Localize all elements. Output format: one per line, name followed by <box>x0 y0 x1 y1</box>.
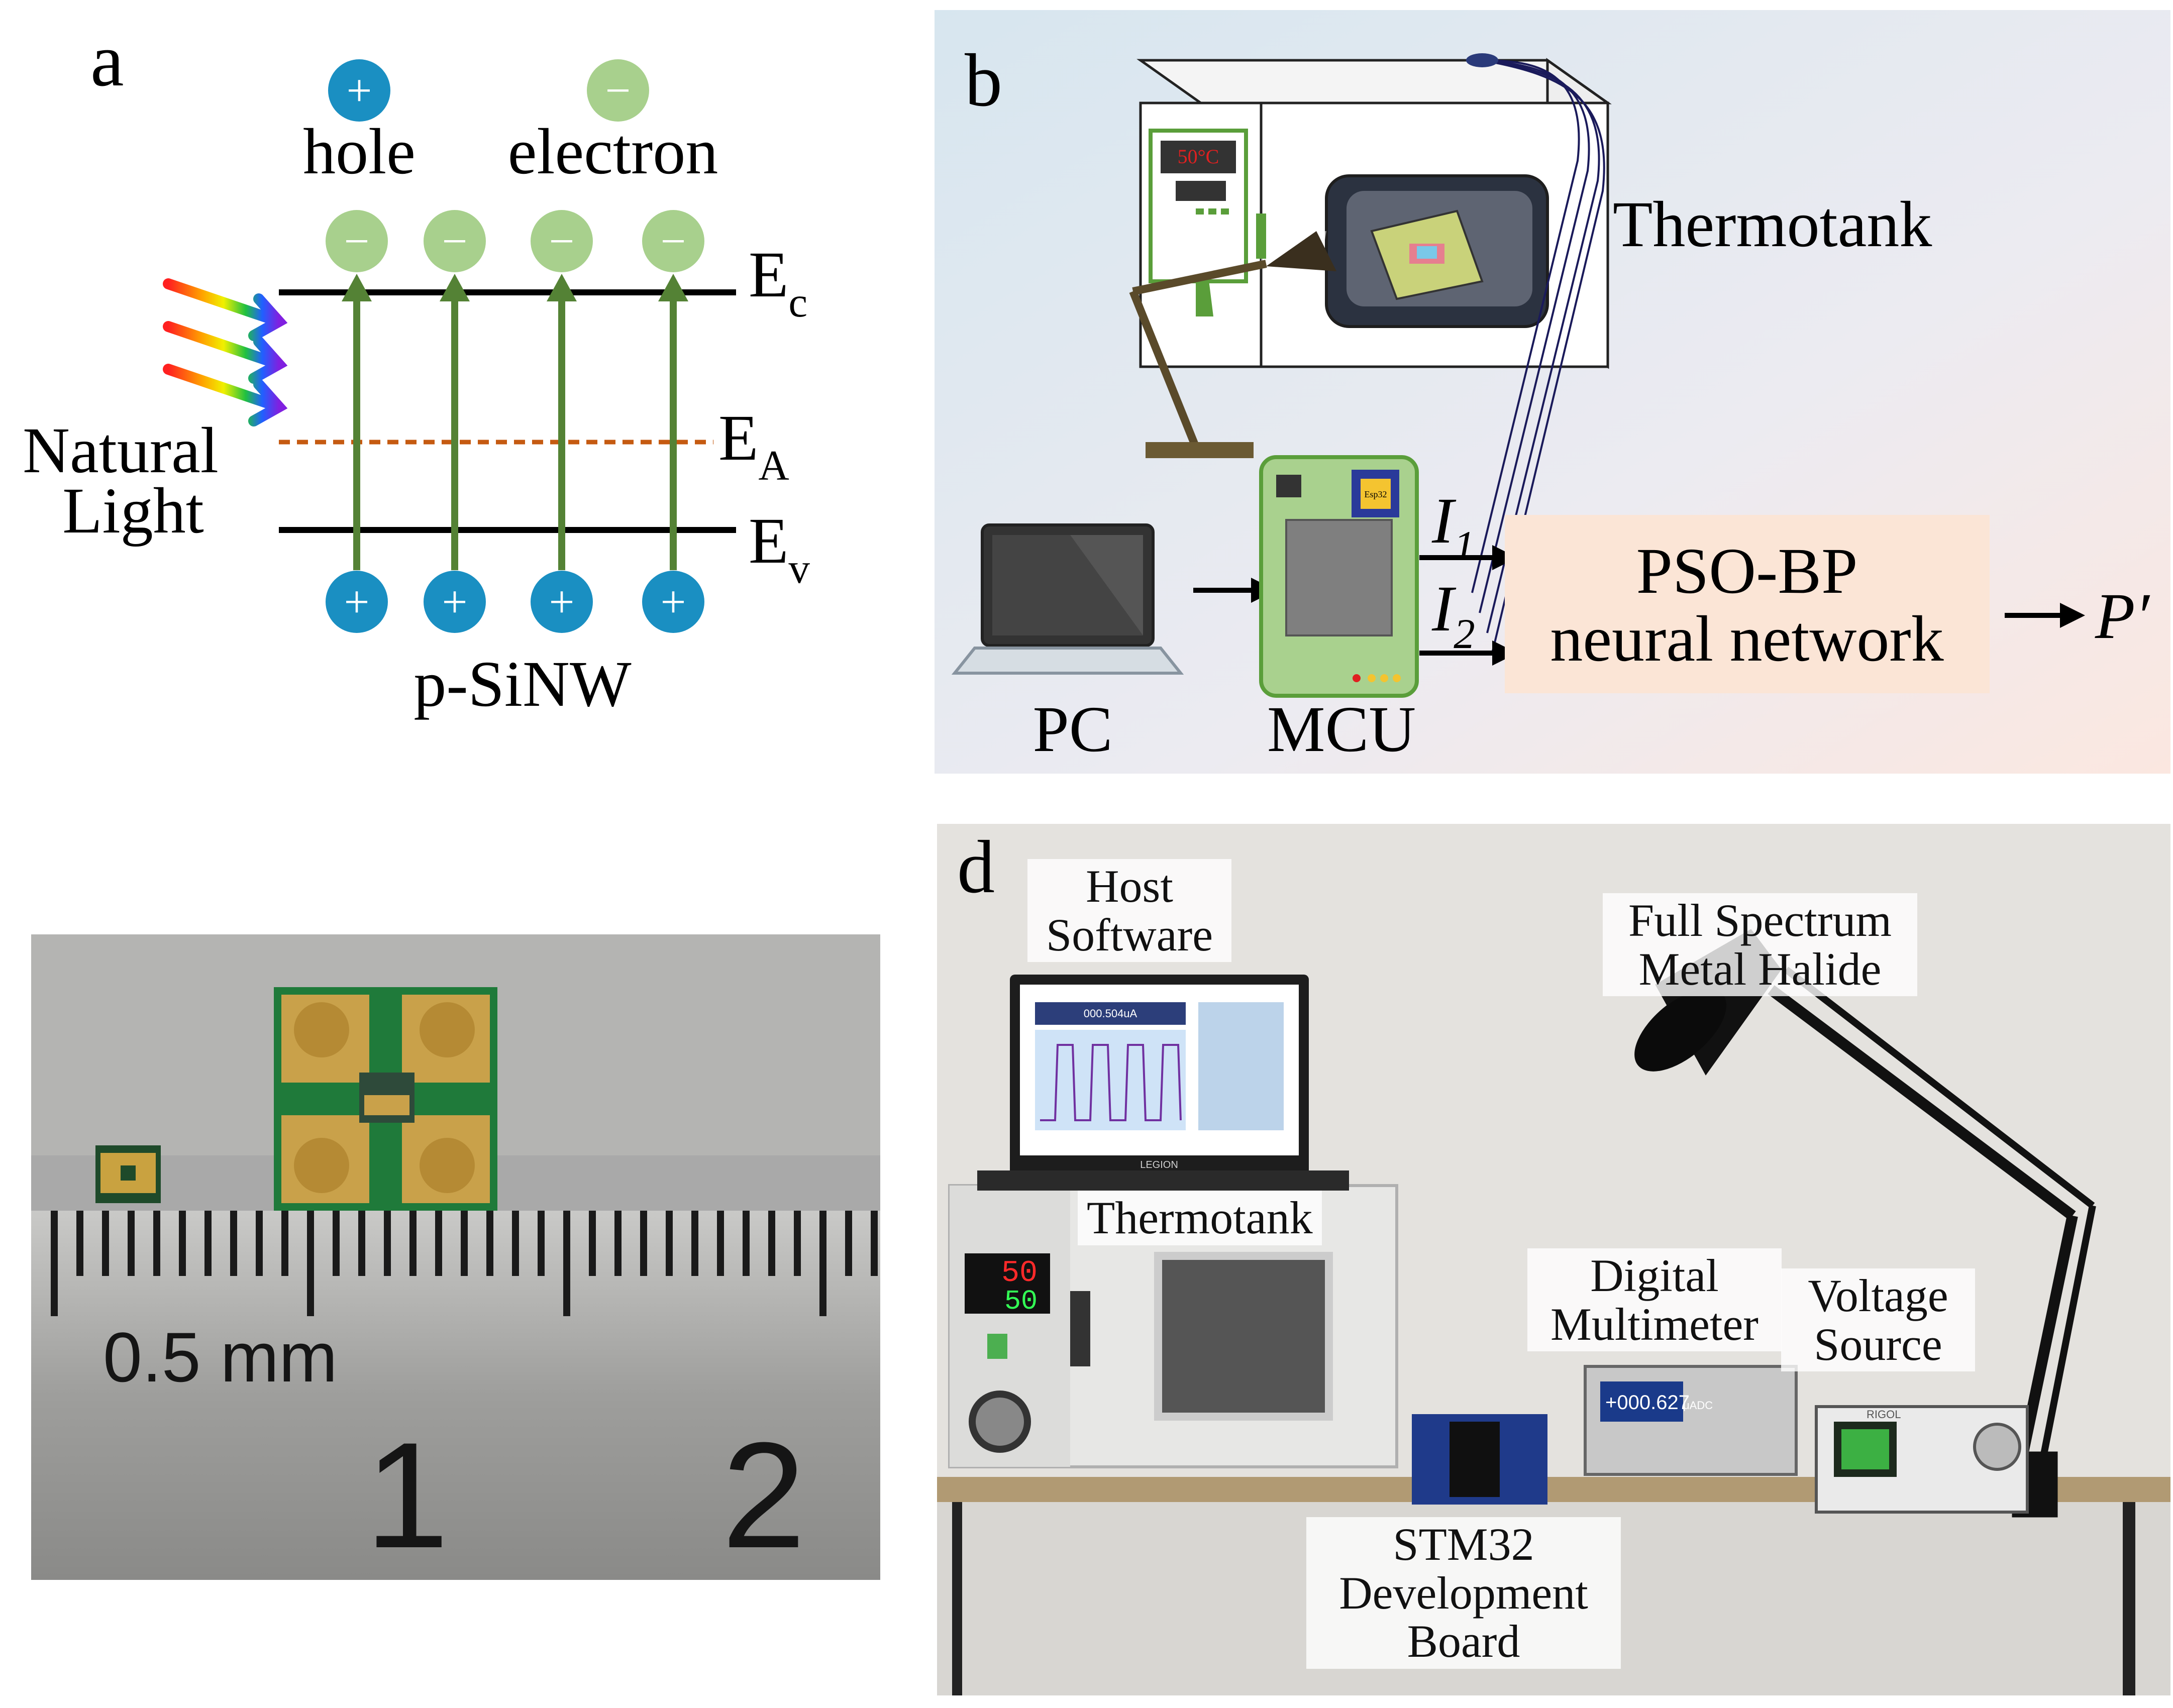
electron-icon <box>642 210 704 272</box>
material-label: p-SiNW <box>413 648 632 720</box>
electron-icon <box>326 210 388 272</box>
dmm-reading: +000.627 <box>1605 1392 1690 1414</box>
pc-label: PC <box>1032 693 1112 766</box>
svg-text:−: − <box>661 217 686 266</box>
ec-label: Ec <box>749 239 807 326</box>
dmm-line1: Digital <box>1590 1250 1719 1301</box>
svg-text:+: + <box>442 577 468 627</box>
svg-text:+: + <box>344 577 370 627</box>
light-arrow-icons <box>163 278 288 426</box>
nn-label-line2: neural network <box>1550 603 1943 675</box>
temp-display <box>1161 141 1236 173</box>
hole-row: + + + + <box>326 571 704 633</box>
panel-c: c <box>31 933 880 1580</box>
oven-temp-2: 50 <box>1004 1286 1038 1317</box>
ruler <box>31 1211 880 1580</box>
temp-display-text: 50°C <box>1178 145 1219 168</box>
vs-line1: Voltage <box>1808 1270 1948 1321</box>
i1-label: I1 <box>1431 485 1475 570</box>
host-software-label: Host Software <box>1027 859 1231 963</box>
ruler-number-2: 2 <box>722 1411 806 1579</box>
vs-line2: Source <box>1814 1318 1942 1370</box>
vs-brand: RIGOL <box>1867 1408 1901 1421</box>
multimeter <box>1584 1365 1798 1476</box>
electron-legend-label: electron <box>508 116 718 188</box>
voltage-source-label: Voltage Source <box>1781 1268 1975 1372</box>
dmm-line2: Multimeter <box>1550 1298 1758 1350</box>
oven-temp-1: 50 <box>1001 1256 1038 1291</box>
ruler-ticks <box>51 1211 878 1316</box>
panel-d-label: d <box>957 825 995 909</box>
electron-legend-symbol: − <box>605 66 631 116</box>
electron-row: − − − − <box>326 210 704 272</box>
svg-text:−: − <box>549 217 575 266</box>
dmm-unit: μADC <box>1683 1399 1713 1412</box>
hole-legend-symbol: + <box>347 66 372 116</box>
mcu-label: MCU <box>1267 693 1416 766</box>
lamp-label: Full Spectrum Metal Halide <box>1603 893 1917 997</box>
light-label-line2: Light <box>62 475 204 547</box>
lamp-line2: Metal Halide <box>1638 943 1882 995</box>
excitation-arrows <box>342 274 688 570</box>
laptop-brand: LEGION <box>1140 1159 1178 1170</box>
laptop-icon <box>951 523 1184 675</box>
ea-label: EA <box>718 402 789 489</box>
panel-b: b 50°C Thermotank <box>935 10 2170 774</box>
hole-icon <box>326 571 388 633</box>
board-line1: STM32 <box>1393 1519 1534 1570</box>
electron-legend-icon <box>587 59 649 122</box>
panel-b-label: b <box>965 39 1002 122</box>
i2-label: I2 <box>1431 573 1475 658</box>
lamp-line1: Full Spectrum <box>1628 895 1892 946</box>
output-label: P′ <box>2095 580 2150 653</box>
ev-label: Ev <box>749 505 810 592</box>
hole-icon <box>424 571 486 633</box>
thermotank-label: Thermotank <box>1613 188 1932 261</box>
host-line1: Host <box>1086 861 1173 912</box>
board-line2: Development <box>1339 1567 1588 1619</box>
multimeter-label: Digital Multimeter <box>1527 1248 1782 1352</box>
electron-icon <box>531 210 593 272</box>
panel-a: a + hole − electron Ec EA Ev − − − − <box>23 19 810 720</box>
hole-legend-label: hole <box>303 116 416 188</box>
sensor-chip <box>274 987 497 1211</box>
svg-text:+: + <box>549 577 575 627</box>
scale-text: 0.5 mm <box>103 1318 338 1397</box>
svg-text:−: − <box>344 217 370 266</box>
board-line3: Board <box>1407 1616 1520 1667</box>
hole-icon <box>642 571 704 633</box>
hole-legend-icon <box>328 59 390 122</box>
small-chip <box>95 1145 161 1203</box>
output-arrow <box>2005 603 2085 628</box>
nn-label-line1: PSO-BP <box>1636 535 1858 607</box>
hole-icon <box>531 571 593 633</box>
ruler-number-1: 1 <box>365 1411 449 1579</box>
svg-text:+: + <box>661 577 686 627</box>
thermotank-photo-label: Thermotank <box>1078 1191 1322 1245</box>
electron-icon <box>424 210 486 272</box>
panel-d: 50 50 000.504uA LEGION +000.627 μADC <box>937 824 2170 1695</box>
host-line2: Software <box>1046 909 1213 960</box>
chip-label: Esp32 <box>1365 489 1387 499</box>
panel-a-label: a <box>90 19 124 102</box>
light-label-line1: Natural <box>23 414 219 487</box>
thermotank-illustration: 50°C <box>1129 53 1612 654</box>
screen-readout: 000.504uA <box>1084 1007 1137 1020</box>
svg-text:−: − <box>442 217 468 266</box>
stm32-label: STM32 Development Board <box>1306 1517 1621 1669</box>
neural-network-box <box>1505 515 1990 693</box>
mcu-board: Esp32 <box>1259 455 1419 698</box>
